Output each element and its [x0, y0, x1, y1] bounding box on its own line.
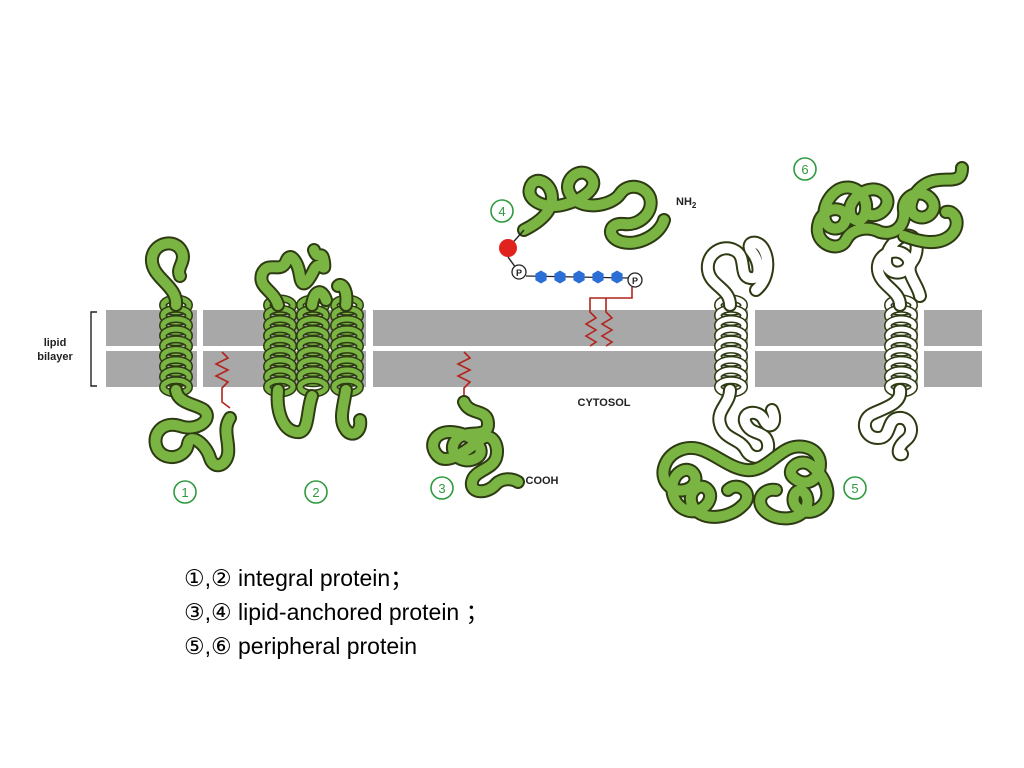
svg-text:P: P [516, 268, 522, 278]
protein-2-helix-a [263, 294, 297, 398]
nh2-label: NH2 [676, 196, 697, 210]
bilayer-inner-leaflet [106, 351, 982, 387]
badge-6: 6 [793, 157, 817, 181]
badge-1: 1 [173, 480, 197, 504]
protein-1-cytosolic-domain [150, 385, 235, 471]
integral-white-cytosolic-5 [714, 385, 780, 463]
protein-2-helix-b [296, 294, 330, 398]
membrane-protein-diagram: lipid bilayer CYTOSOL COOH P [37, 157, 982, 526]
integral-white-helix-5 [714, 294, 748, 398]
protein-3-lipid-anchor [456, 351, 472, 400]
inositol-head [499, 239, 517, 257]
svg-text:1: 1 [181, 485, 188, 500]
protein-2-extracellular-loops [256, 245, 352, 310]
sugar-hexagon [535, 270, 547, 284]
protein-5-body [658, 441, 833, 524]
integral-white-helix-6 [884, 294, 918, 398]
protein-5-peripheral [656, 235, 835, 526]
sugar-hexagon [611, 270, 623, 284]
integral-white-cytosolic-6 [859, 385, 917, 460]
protein-6-peripheral [810, 161, 969, 462]
protein-1-integral [145, 236, 237, 473]
svg-text:2: 2 [312, 485, 319, 500]
bilayer-gap [197, 308, 203, 390]
protein-2-helix-c [330, 294, 364, 398]
protein-1-lipid-anchor [214, 351, 231, 409]
badge-4: 4 [490, 199, 514, 223]
gpi-lipid-tails [584, 287, 633, 347]
legend-line-lipid-anchored: ③,④ lipid-anchored protein ； [184, 599, 489, 625]
protein-2-integral [254, 243, 368, 441]
bilayer-bracket [90, 311, 97, 387]
sugar-hexagon [573, 270, 585, 284]
protein-1-extracellular-loop [147, 238, 188, 310]
protein-3-body [428, 397, 523, 497]
protein-1-helix [159, 294, 193, 398]
svg-text:3: 3 [438, 481, 445, 496]
protein-3-lipid-anchored [426, 351, 525, 499]
cooh-label: COOH [526, 475, 559, 487]
bilayer-gap [918, 308, 924, 390]
cytosol-label: CYTOSOL [578, 397, 631, 409]
bilayer-label-line2: bilayer [37, 351, 73, 363]
phosphate-left: P [511, 264, 527, 280]
lipid-bilayer [106, 308, 982, 390]
sugar-chain [535, 270, 623, 284]
phosphate-right: P [627, 272, 643, 288]
svg-text:6: 6 [801, 162, 808, 177]
sugar-hexagon [592, 270, 604, 284]
badge-2: 2 [304, 480, 328, 504]
svg-text:4: 4 [498, 204, 505, 219]
protein-4-lipid-anchored: P P [499, 165, 671, 347]
bilayer-gap [748, 308, 755, 390]
bilayer-label-line1: lipid [44, 337, 67, 349]
protein-4-body [519, 167, 669, 248]
legend-line-integral: ①,② integral protein； [184, 565, 414, 591]
svg-text:5: 5 [851, 481, 858, 496]
protein-2-cytosolic-loops [272, 385, 366, 439]
legend-line-peripheral: ⑤,⑥ peripheral protein [184, 633, 418, 659]
integral-white-extracellular-6 [872, 230, 925, 310]
bilayer-gap [366, 308, 373, 390]
badge-5: 5 [843, 476, 867, 500]
badge-3: 3 [430, 476, 454, 500]
integral-white-extracellular-5 [702, 237, 773, 310]
bilayer-outer-leaflet [106, 310, 982, 346]
sugar-hexagon [554, 270, 566, 284]
protein-6-body [812, 163, 967, 252]
legend: ①,② integral protein； ③,④ lipid-anchored… [184, 561, 489, 663]
svg-text:P: P [632, 276, 638, 286]
